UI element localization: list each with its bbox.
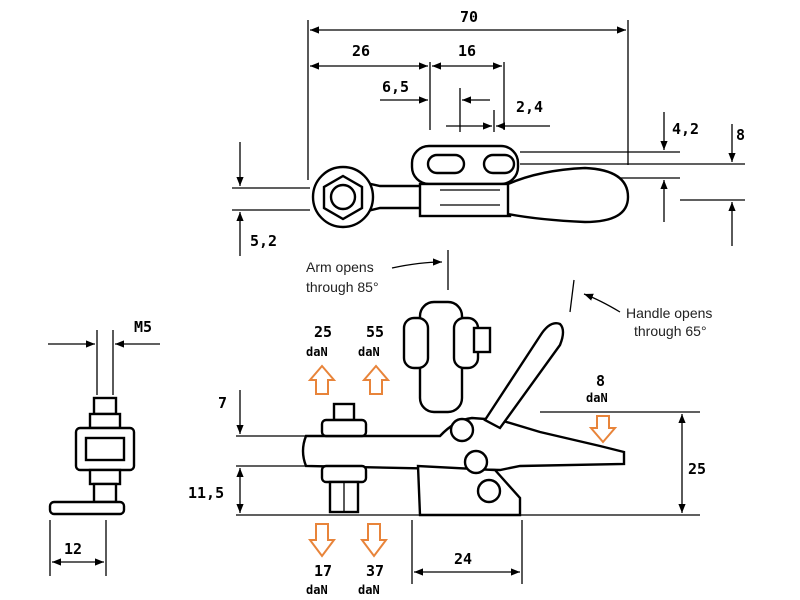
dim-24-label: 24 [454, 550, 472, 568]
force-55-unit: daN [358, 345, 380, 359]
force-arrow-up-left [307, 364, 337, 395]
force-37-value: 37 [366, 562, 384, 580]
clamp-front-view-outline [301, 300, 626, 517]
dim-7-label: 7 [218, 394, 227, 412]
dim-11-5-label: 11,5 [188, 484, 224, 502]
dim-16-label: 16 [458, 42, 476, 60]
dim-25-label: 25 [688, 460, 706, 478]
clamp-top-view-outline [311, 144, 630, 229]
force-25-value: 25 [314, 323, 332, 341]
dim-4-2-label: 4,2 [672, 120, 699, 138]
force-8-unit: daN [586, 391, 608, 405]
top-view: 70 26 16 6,5 2,4 4,2 8 5,2 [232, 8, 745, 256]
side-view: M5 12 [48, 318, 160, 576]
handle-opens-line1: Handle opens [626, 305, 712, 321]
clamp-side-view-outline [48, 396, 136, 516]
arm-opens-line2: through 85° [306, 279, 379, 295]
force-17-value: 17 [314, 562, 332, 580]
dim-8-label: 8 [736, 126, 745, 144]
dim-m5-label: M5 [134, 318, 152, 336]
force-37-unit: daN [358, 583, 380, 597]
force-arrow-down-left [308, 523, 336, 558]
dim-26-label: 26 [352, 42, 370, 60]
force-55-value: 55 [366, 323, 384, 341]
dim-12-label: 12 [64, 540, 82, 558]
front-view: 7 11,5 25 24 A [188, 250, 712, 597]
dim-70-label: 70 [460, 8, 478, 26]
dim-6-5-label: 6,5 [382, 78, 409, 96]
force-arrow-down-handle [588, 415, 618, 444]
arm-opens-line1: Arm opens [306, 259, 374, 275]
force-8-value: 8 [596, 372, 605, 390]
handle-opens-line2: through 65° [634, 323, 707, 339]
force-25-unit: daN [306, 345, 328, 359]
dim-2-4-label: 2,4 [516, 98, 543, 116]
force-arrow-up-right [361, 364, 391, 395]
force-arrow-down-right [360, 523, 388, 558]
force-17-unit: daN [306, 583, 328, 597]
dim-5-2-label: 5,2 [250, 232, 277, 250]
